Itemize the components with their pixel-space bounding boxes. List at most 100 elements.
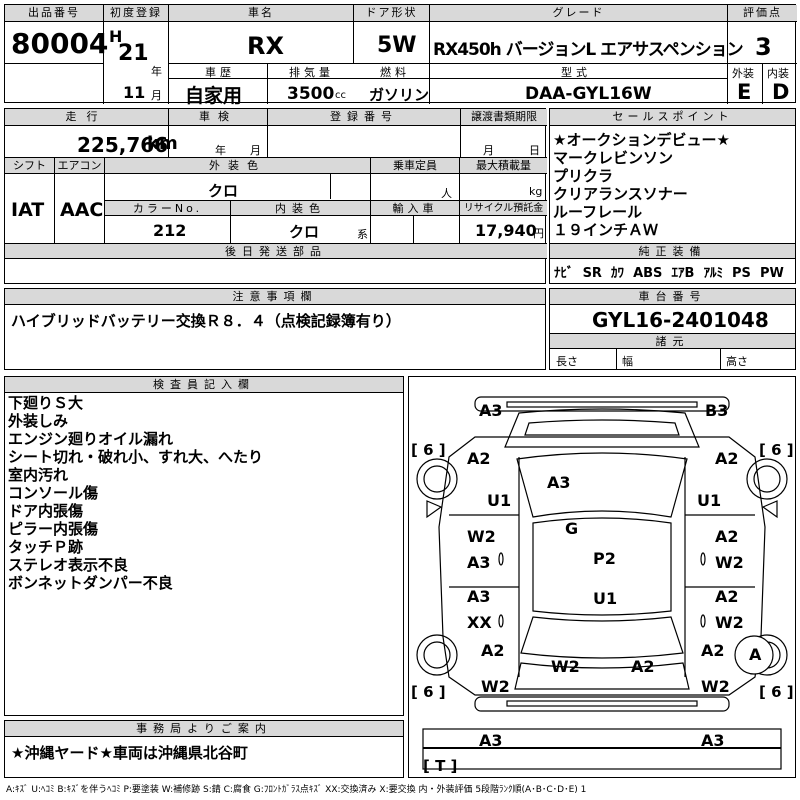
equipment-header: 純正装備	[550, 244, 795, 259]
tire-rear-right: [ 6 ]	[759, 683, 794, 701]
inspector-line: シート切れ・破れ小、すれ大、へたり	[8, 448, 264, 466]
exterior-color: クロ	[208, 182, 239, 200]
displacement: 3500	[287, 84, 335, 104]
sales-point: ルーフレール	[553, 203, 643, 221]
damage-label: A2	[715, 527, 739, 546]
damage-label: G	[565, 519, 579, 538]
notes-box: 注意事項欄 ハイブリッドバッテリー交換Ｒ８．４（点検記録簿有り）	[4, 288, 546, 370]
chassis-box: 車台番号 GYL16-2401048 諸元 長さ 幅 高さ	[549, 288, 796, 370]
ac-value: AAC	[60, 199, 104, 221]
damage-label: A2	[701, 641, 725, 660]
tire-front-left: [ 6 ]	[411, 441, 446, 459]
color-number: 212	[153, 221, 187, 240]
vehicle-details: 走行 225,766 km 車検 年 月 登録番号 譲渡書類期限 月 日 シフト…	[4, 108, 547, 284]
reg-month: 11	[123, 83, 146, 102]
equipment-list: ﾅﾋﾞ SR ｶﾜ ABS ｴｱB ｱﾙﾐ PS PW	[554, 262, 784, 281]
damage-label: XX	[467, 613, 492, 632]
mileage: 225,766	[77, 133, 169, 157]
interior-color-header: 内装色	[231, 201, 370, 216]
ext-grade: E	[737, 80, 752, 104]
damage-label: U1	[697, 491, 722, 510]
inspection-year-unit: 年	[215, 144, 226, 157]
color-header: 外装色	[105, 158, 370, 174]
capacity-unit: 人	[441, 187, 452, 200]
displacement-unit: cc	[335, 90, 346, 101]
sales-points: セールスポイント ★オークションデビュー★ マークレビンソン プリクラ クリアラ…	[549, 108, 796, 284]
damage-label: W2	[701, 677, 730, 696]
inspector-line: 外装しみ	[8, 412, 69, 430]
grade-header: グレード	[430, 5, 727, 22]
damage-label: A2	[467, 449, 491, 468]
damage-label: B3	[705, 401, 729, 420]
era: H	[109, 27, 123, 46]
car-name-header: 車名	[169, 5, 353, 22]
damage-diagram: [ 6 ] [ 6 ] [ 6 ] [ 6 ] [ T ] A3 B3 A2 A…	[408, 376, 796, 778]
fuel-header: 燃料	[380, 66, 410, 79]
score-header: 評価点	[728, 5, 797, 22]
reg-year: 21	[118, 41, 149, 66]
equipment-item: ｴｱB	[671, 266, 695, 281]
doc-month-unit: 月	[483, 144, 494, 157]
reg-year-unit: 年	[151, 65, 162, 78]
shift-header: シフト	[5, 158, 54, 174]
equipment-item: PW	[759, 266, 784, 281]
damage-label: P2	[593, 549, 616, 568]
header-row-1: 出品番号 80004 初度登録 H 21 年 11 月 車名 RX ドア形状 5…	[4, 4, 797, 107]
load-header: 最大積載量	[460, 158, 547, 174]
notes-text: ハイブリッドバッテリー交換Ｒ８．４（点検記録簿有り）	[11, 312, 401, 330]
ac-header: エアコン	[55, 158, 104, 174]
damage-label: A3	[467, 553, 491, 572]
interior-color-unit: 系	[357, 228, 368, 241]
import-header: 輸入車	[371, 201, 459, 216]
inspector-box: 検査員記入欄 下廻りＳ大 外装しみ エンジン廻りオイル漏れ シート切れ・破れ小、…	[4, 376, 404, 716]
equipment-item: ﾅﾋﾞ	[554, 266, 574, 281]
office-box: 事務局よりご案内 ★沖縄ヤード★車両は沖縄県北谷町	[4, 720, 404, 778]
damage-label: A2	[631, 657, 655, 676]
equipment-item: ｱﾙﾐ	[703, 266, 723, 281]
sales-point: クリアランスソナー	[553, 185, 688, 203]
inspection-month-unit: 月	[250, 144, 261, 157]
shift-value: IAT	[11, 199, 45, 221]
inspector-line: コンソール傷	[8, 484, 99, 502]
doc-day-unit: 日	[529, 144, 540, 157]
int-grade: D	[772, 80, 790, 104]
damage-label: W2	[715, 553, 744, 572]
inspector-line: ドア内張傷	[8, 502, 84, 520]
spec-header: 諸元	[550, 334, 795, 349]
damage-label: A2	[481, 641, 505, 660]
recycle-unit: 円	[533, 227, 544, 240]
reg-month-unit: 月	[151, 89, 162, 102]
damage-label: A3	[547, 473, 571, 492]
inspection-header: 車検	[169, 109, 267, 126]
sales-point: マークレビンソン	[553, 149, 674, 167]
car-name: RX	[247, 32, 284, 60]
office-text: ★沖縄ヤード★車両は沖縄県北谷町	[11, 744, 248, 762]
recycle-fee: 17,940	[475, 221, 537, 240]
grade: RX450h バージョンL エアサスペンション	[433, 40, 744, 60]
spec-length: 長さ	[556, 355, 578, 368]
damage-label: A2	[715, 587, 739, 606]
sales-point: ★オークションデビュー★	[553, 131, 730, 149]
model-header: 型式	[561, 66, 591, 79]
recycle-header: リサイクル預託金	[460, 201, 547, 216]
tire-rear-left: [ 6 ]	[411, 683, 446, 701]
history-header: 車歴	[205, 66, 235, 79]
sales-point: １９インチＡＷ	[553, 221, 659, 239]
damage-label: W2	[481, 677, 510, 696]
damage-label: A2	[715, 449, 739, 468]
tire-spare: [ T ]	[423, 757, 458, 775]
inspector-line: 下廻りＳ大	[8, 394, 84, 412]
door-type: 5W	[377, 33, 417, 58]
legend: A:ｷｽﾞ U:ﾍｺﾐ B:ｷｽﾞを伴うﾍｺﾐ P:要塗装 W:補修跡 S:錆 …	[6, 785, 587, 795]
damage-label: A	[749, 645, 762, 664]
mileage-unit: km	[147, 133, 178, 154]
damage-label: A3	[701, 731, 725, 750]
door-header: ドア形状	[354, 5, 429, 22]
inspector-list: 下廻りＳ大 外装しみ エンジン廻りオイル漏れ シート切れ・破れ小、すれ大、へたり…	[8, 394, 263, 592]
first-reg-header: 初度登録	[104, 5, 168, 22]
sales-point: プリクラ	[553, 167, 614, 185]
damage-label: W2	[467, 527, 496, 546]
displacement-header: 排気量	[289, 66, 334, 79]
equipment-item: ｶﾜ	[611, 266, 624, 281]
int-header: 内装	[767, 67, 789, 80]
